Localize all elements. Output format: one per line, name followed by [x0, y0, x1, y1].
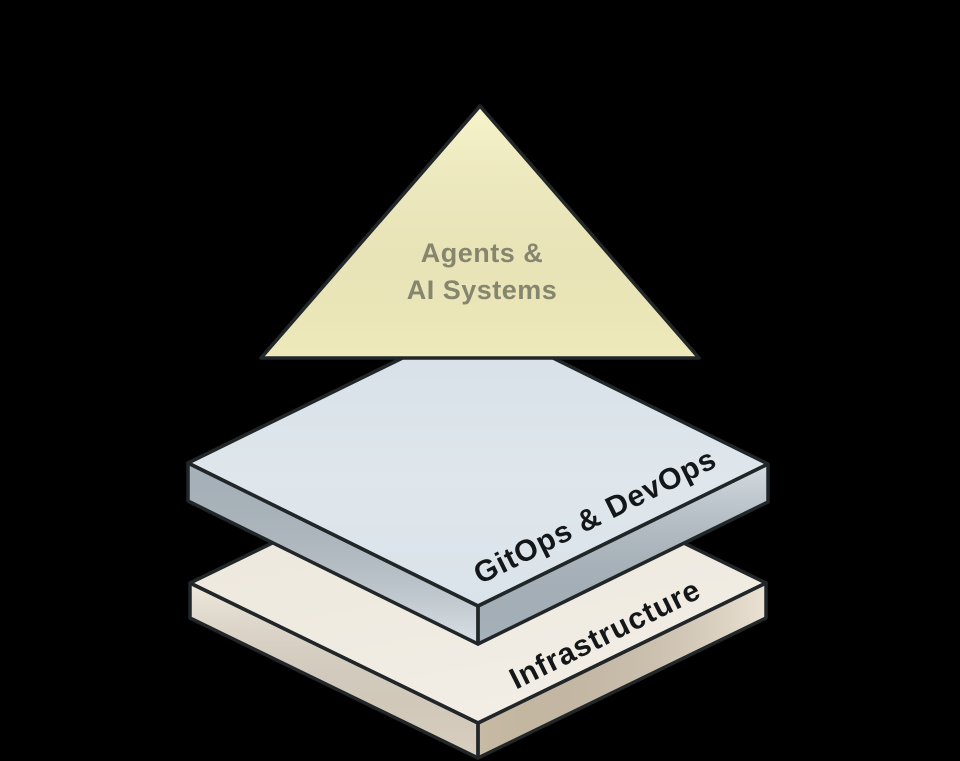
- agents-pyramid-layer: Agents & AI Systems: [259, 104, 701, 360]
- infrastructure-side-right-sheen: [478, 583, 766, 758]
- gitops-top-outline: [186, 319, 770, 608]
- gitops-layer: GitOps & DevOps: [186, 319, 770, 646]
- agents-label-line-2: AI Systems: [407, 275, 558, 305]
- agents-label-line-1: Agents &: [421, 238, 544, 268]
- gitops-side-right-sheen: [478, 464, 768, 644]
- agents-pyramid-outline: [259, 104, 701, 360]
- gitops-side-left-sheen: [188, 463, 478, 644]
- agents-pyramid-sheen: [261, 106, 699, 358]
- infrastructure-side-left-sheen: [190, 583, 478, 758]
